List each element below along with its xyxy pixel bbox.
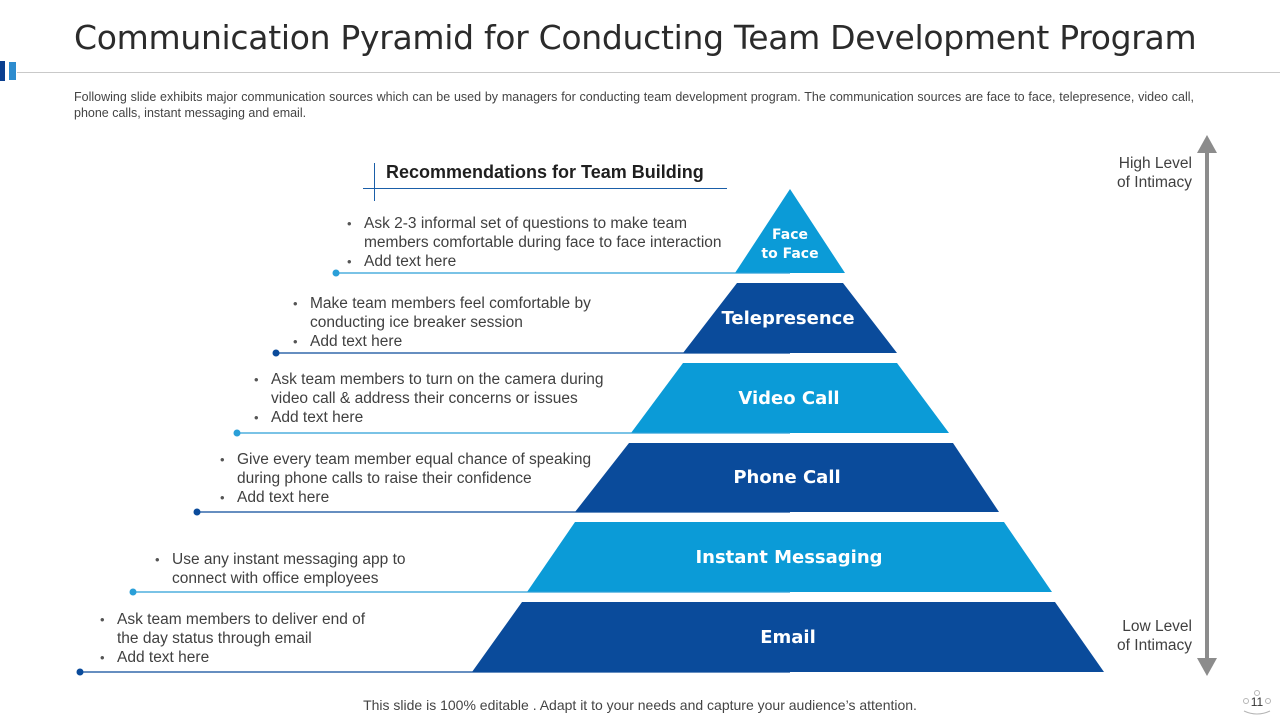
heading-accent-line [374, 163, 375, 201]
tier-label-video-call: Video Call [738, 388, 840, 409]
footer-note: This slide is 100% editable . Adapt it t… [363, 697, 917, 713]
label-line: High Level [1118, 155, 1192, 172]
tier-bullet-list: Ask team members to turn on the camera d… [252, 370, 604, 427]
tier-label-face-to-face: Face to Face [750, 226, 830, 264]
high-intimacy-label: High Level of Intimacy [1104, 154, 1192, 192]
bullet-continuation: during phone calls to raise their confid… [237, 470, 532, 487]
pyramid-tier-video-call [631, 363, 949, 433]
bullet-continuation: video call & address their concerns or i… [271, 390, 578, 407]
connector-dot [332, 269, 340, 277]
slide-title: Communication Pyramid for Conducting Tea… [74, 18, 1197, 57]
bullet-item: Make team members feel comfortable by [291, 294, 591, 313]
pyramid-tier-email [472, 602, 1104, 672]
bullet-item: Ask team members to turn on the camera d… [252, 370, 604, 389]
bullet-item: Add text here [345, 252, 722, 271]
label-line: of Intimacy [1117, 174, 1192, 191]
tier-bullet-list: Use any instant messaging app to connect… [153, 550, 406, 588]
label-line: Low Level [1122, 618, 1192, 635]
tier-label-telepresence: Telepresence [721, 308, 855, 329]
bullet-item: Use any instant messaging app to [153, 550, 406, 569]
bullet-item: Add text here [218, 488, 591, 507]
tier-label-line: to Face [761, 246, 819, 262]
bullet-item: Add text here [291, 332, 591, 351]
connector-dot [129, 588, 137, 596]
bullet-item: Ask team members to deliver end of [98, 610, 365, 629]
connector-dot [76, 668, 84, 676]
connector-dot [233, 429, 241, 437]
title-accent-bar [0, 61, 5, 81]
tier-label-email: Email [760, 627, 816, 648]
tier-label-phone-call: Phone Call [733, 467, 841, 488]
title-accent-bar [9, 62, 16, 80]
page-number-badge: 11 [1240, 687, 1274, 717]
recommendations-heading: Recommendations for Team Building [386, 162, 704, 182]
label-line: of Intimacy [1117, 637, 1192, 654]
bullet-continuation: members comfortable during face to face … [364, 234, 722, 251]
tier-label-line: Face [772, 227, 808, 243]
bullet-continuation: the day status through email [117, 630, 312, 647]
arrow-down-icon [1197, 658, 1217, 676]
page-number: 11 [1250, 695, 1264, 709]
heading-underline [363, 188, 727, 189]
tier-bullet-list: Give every team member equal chance of s… [218, 450, 591, 507]
arrow-up-icon [1197, 135, 1217, 153]
tier-bullet-list: Make team members feel comfortable by co… [291, 294, 591, 351]
title-divider [17, 72, 1280, 73]
connector-dot [193, 508, 201, 516]
bullet-item: Add text here [252, 408, 604, 427]
bullet-item: Ask 2-3 informal set of questions to mak… [345, 214, 722, 233]
bullet-continuation: connect with office employees [172, 570, 379, 587]
connector-dot [272, 349, 280, 357]
team-icon [1243, 690, 1271, 715]
bullet-item: Add text here [98, 648, 365, 667]
bullet-continuation: conducting ice breaker session [310, 314, 523, 331]
pyramid-tier-instant-messaging [527, 522, 1052, 592]
bullet-item: Give every team member equal chance of s… [218, 450, 591, 469]
pyramid-tier-face-to-face [735, 189, 845, 273]
slide-description: Following slide exhibits major communica… [74, 90, 1194, 120]
tier-label-instant-messaging: Instant Messaging [695, 547, 883, 568]
tier-bullet-list: Ask 2-3 informal set of questions to mak… [345, 214, 722, 271]
low-intimacy-label: Low Level of Intimacy [1104, 617, 1192, 655]
pyramid-tier-phone-call [575, 443, 999, 512]
tier-bullet-list: Ask team members to deliver end of the d… [98, 610, 365, 667]
pyramid-tier-telepresence [683, 283, 897, 353]
